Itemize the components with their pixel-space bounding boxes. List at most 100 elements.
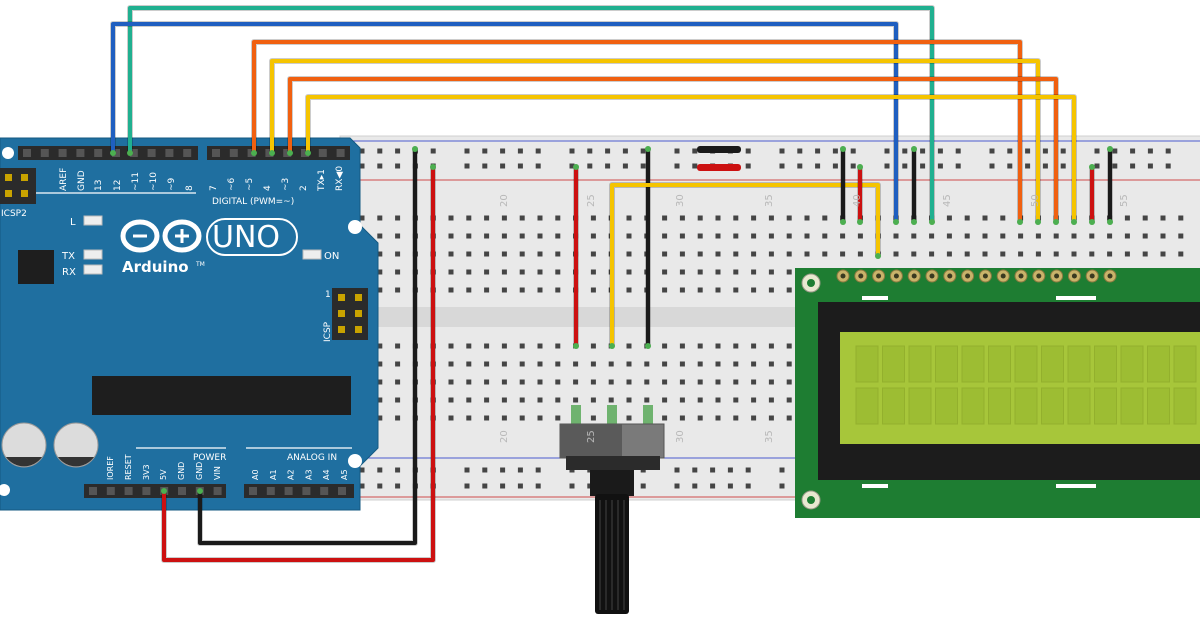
rail-hole — [1094, 163, 1100, 169]
breadboard-hole — [377, 343, 383, 349]
rail-hole — [1042, 163, 1048, 169]
breadboard-hole — [1178, 215, 1184, 221]
breadboard-hole — [1018, 233, 1024, 239]
breadboard-hole — [964, 233, 970, 239]
header-pin — [336, 149, 345, 157]
breadboard-hole — [1107, 233, 1113, 239]
rail-hole — [920, 148, 926, 154]
rail-hole — [745, 148, 751, 154]
breadboard-hole — [697, 233, 703, 239]
header-pin — [40, 149, 49, 157]
icsp-label: ICSP — [323, 321, 333, 342]
breadboard-hole — [537, 251, 543, 257]
lcd-pin-hole — [1018, 273, 1024, 279]
digital-pin-label: 12 — [113, 180, 123, 191]
wire-end — [305, 150, 311, 156]
breadboard-hole — [519, 379, 525, 385]
rail-hole — [745, 467, 751, 473]
column-number: 35 — [764, 430, 775, 443]
capacitor-stripe — [6, 457, 42, 467]
breadboard-hole — [768, 343, 774, 349]
rail-hole — [377, 148, 383, 154]
breadboard-hole — [662, 215, 668, 221]
breadboard-hole — [662, 397, 668, 403]
breadboard-hole — [768, 233, 774, 239]
lcd-pin-hole — [965, 273, 971, 279]
breadboard-hole — [519, 269, 525, 275]
rail-hole — [640, 163, 646, 169]
breadboard-hole — [555, 415, 561, 421]
header-pin — [129, 149, 138, 157]
rail-hole — [832, 148, 838, 154]
breadboard-hole — [982, 233, 988, 239]
breadboard-hole — [751, 269, 757, 275]
lcd-pin-hole — [1071, 273, 1077, 279]
breadboard-hole — [626, 379, 632, 385]
rail-hole — [937, 148, 943, 154]
breadboard-hole — [1142, 233, 1148, 239]
digital-header-right — [207, 146, 350, 160]
rail-hole — [902, 163, 908, 169]
rail-hole — [500, 483, 506, 489]
wire-end — [645, 146, 651, 152]
rail-hole — [464, 163, 470, 169]
rail-hole — [640, 148, 646, 154]
lcd-module — [795, 268, 1200, 518]
digital-pin-label: ~3 — [281, 178, 291, 191]
breadboard-hole — [519, 251, 525, 257]
breadboard-hole — [715, 269, 721, 275]
rail-hole — [710, 467, 716, 473]
breadboard-hole — [679, 233, 685, 239]
rail-hole — [377, 483, 383, 489]
lcd-char-cell — [988, 345, 1011, 383]
breadboard-hole — [733, 215, 739, 221]
breadboard-hole — [1160, 251, 1166, 257]
breadboard-hole — [555, 343, 561, 349]
lcd-mount-hole-inner — [807, 496, 815, 504]
rail-hole — [569, 163, 575, 169]
lcd-pin-hole — [840, 273, 846, 279]
digital-pin-label: 2 — [299, 185, 309, 191]
breadboard-hole — [1000, 215, 1006, 221]
analog-pin-label: A1 — [269, 469, 278, 480]
lcd-pin-hole — [858, 273, 864, 279]
breadboard-hole — [715, 397, 721, 403]
logo-loop-left — [120, 219, 160, 253]
wire-end — [251, 150, 257, 156]
breadboard-hole — [662, 287, 668, 293]
breadboard-hole — [466, 287, 472, 293]
wire-end — [1053, 219, 1059, 225]
rail-hole — [430, 148, 436, 154]
rail-hole — [727, 483, 733, 489]
rail-hole — [500, 467, 506, 473]
breadboard-hole — [395, 215, 401, 221]
breadboard-hole — [484, 361, 490, 367]
lcd-char-cell — [988, 387, 1011, 425]
lcd-char-cell — [1067, 387, 1091, 425]
breadboard-hole — [501, 379, 507, 385]
status-led — [302, 249, 322, 260]
icsp2-header — [0, 168, 36, 204]
wire-5v-red — [162, 165, 435, 562]
column-number: 35 — [764, 194, 775, 207]
rail-hole — [779, 467, 785, 473]
breadboard-hole — [644, 361, 650, 367]
icsp-pin — [355, 294, 362, 301]
wire-end — [1089, 219, 1095, 225]
wire-end — [412, 146, 418, 152]
breadboard-hole — [768, 379, 774, 385]
rail-hole — [692, 467, 698, 473]
breadboard-hole — [395, 415, 401, 421]
rail-hole — [955, 163, 961, 169]
breadboard-hole — [537, 397, 543, 403]
breadboard-hole — [679, 361, 685, 367]
icsp2-pin — [5, 190, 12, 197]
lcd-char-cell — [1120, 345, 1144, 383]
breadboard-hole — [662, 415, 668, 421]
column-number: 25 — [586, 194, 597, 207]
breadboard-hole — [751, 361, 757, 367]
rail-hole — [1042, 148, 1048, 154]
breadboard-hole — [377, 269, 383, 275]
icsp2-label: ICSP2 — [1, 209, 27, 219]
